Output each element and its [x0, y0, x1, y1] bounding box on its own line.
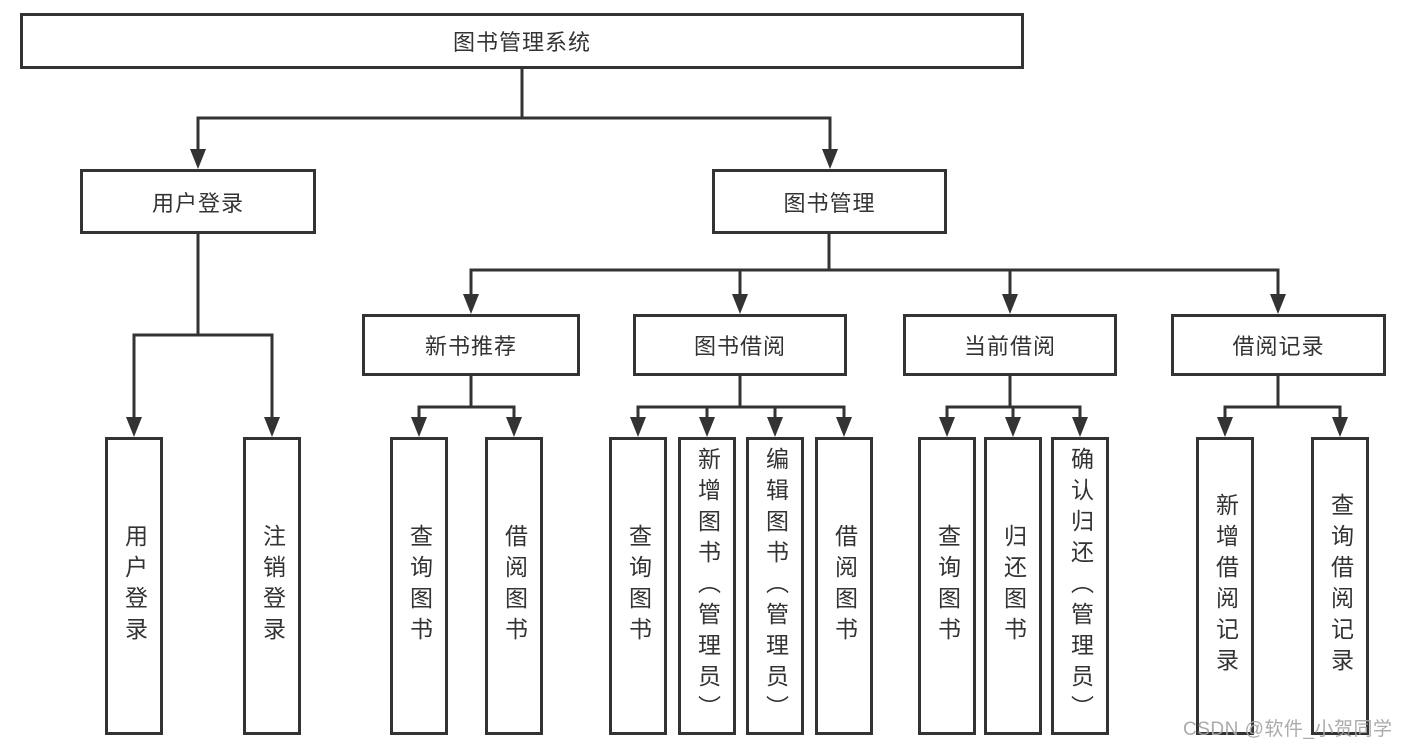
leaf-logout: 注销登录 [243, 437, 301, 735]
leaf-label: 查询图书 [934, 524, 961, 648]
leaf-label: 确认归还（管理员） [1067, 446, 1094, 726]
node-current-borrow: 当前借阅 [903, 314, 1117, 376]
node-label: 当前借阅 [963, 334, 1056, 359]
leaf-query-borrow-record: 查询借阅记录 [1311, 437, 1369, 735]
leaf-query-books-current: 查询图书 [918, 437, 976, 735]
node-label: 用户登录 [151, 190, 244, 216]
leaf-label: 借阅图书 [501, 524, 528, 648]
node-book-management: 图书管理 [712, 169, 947, 234]
node-label: 借阅记录 [1232, 334, 1325, 359]
node-borrow-records: 借阅记录 [1171, 314, 1386, 376]
leaf-label: 查询借阅记录 [1327, 493, 1354, 679]
leaf-add-borrow-record: 新增借阅记录 [1196, 437, 1254, 735]
leaf-borrow-books-recommend: 借阅图书 [485, 437, 543, 735]
leaf-label: 注销登录 [259, 524, 286, 648]
leaf-confirm-return-admin: 确认归还（管理员） [1051, 437, 1109, 735]
csdn-watermark: CSDN @软件_小贺同学 [1183, 719, 1393, 740]
node-label: 新书推荐 [424, 334, 517, 359]
node-new-book-recommend: 新书推荐 [362, 314, 580, 376]
leaf-label: 新增图书（管理员） [694, 446, 721, 726]
leaf-label: 查询图书 [625, 524, 652, 648]
node-book-borrow: 图书借阅 [633, 314, 847, 376]
node-label: 图书借阅 [693, 334, 786, 359]
leaf-user-login: 用户登录 [105, 437, 163, 735]
leaf-label: 查询图书 [406, 524, 433, 648]
leaf-label: 借阅图书 [831, 524, 858, 648]
leaf-label: 用户登录 [121, 524, 148, 648]
node-label: 图书管理系统 [452, 30, 591, 55]
leaf-return-books: 归还图书 [984, 437, 1042, 735]
leaf-borrow-books: 借阅图书 [815, 437, 873, 735]
leaf-label: 编辑图书（管理员） [762, 446, 789, 726]
leaf-query-books-recommend: 查询图书 [390, 437, 448, 735]
leaf-label: 归还图书 [1000, 524, 1027, 648]
leaf-edit-books-admin: 编辑图书（管理员） [746, 437, 804, 735]
node-label: 图书管理 [783, 190, 876, 216]
leaf-label: 新增借阅记录 [1212, 493, 1239, 679]
node-library-management-system: 图书管理系统 [20, 13, 1024, 69]
node-user-login: 用户登录 [80, 169, 316, 234]
leaf-query-books-borrow: 查询图书 [609, 437, 667, 735]
leaf-add-books-admin: 新增图书（管理员） [678, 437, 736, 735]
